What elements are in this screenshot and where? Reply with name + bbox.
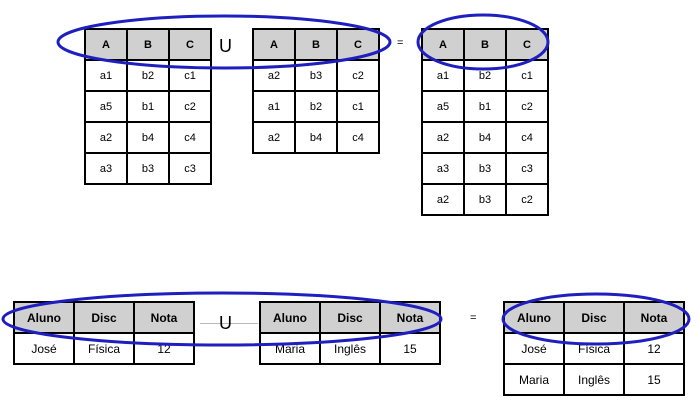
table-cell: c2 bbox=[505, 90, 549, 123]
table-cell: Física bbox=[563, 332, 625, 365]
table-cell: c2 bbox=[505, 183, 549, 216]
column-header: B bbox=[126, 28, 170, 61]
column-header: Nota bbox=[623, 301, 685, 334]
column-header: B bbox=[294, 28, 338, 61]
table-cell: a2 bbox=[252, 121, 296, 154]
table-cell: c1 bbox=[168, 59, 212, 92]
column-header: Aluno bbox=[13, 301, 75, 334]
column-header: Nota bbox=[133, 301, 195, 334]
table-cell: 12 bbox=[623, 332, 685, 365]
table-cell: Inglês bbox=[563, 363, 625, 396]
table-cell: a5 bbox=[421, 90, 465, 123]
table-cell: a3 bbox=[84, 152, 128, 185]
table-cell: b4 bbox=[294, 121, 338, 154]
table-cell: 12 bbox=[133, 332, 195, 365]
table-cell: b3 bbox=[294, 59, 338, 92]
union-symbol: U bbox=[219, 36, 232, 56]
table-cell: c3 bbox=[505, 152, 549, 185]
table-cell: b4 bbox=[126, 121, 170, 154]
column-header: Aluno bbox=[259, 301, 321, 334]
table-cell: a1 bbox=[252, 90, 296, 123]
table-cell: a1 bbox=[421, 59, 465, 92]
column-header: A bbox=[252, 28, 296, 61]
table-cell: 15 bbox=[379, 332, 441, 365]
column-header: Disc bbox=[73, 301, 135, 334]
column-header: C bbox=[505, 28, 549, 61]
table-cell: b3 bbox=[463, 183, 507, 216]
table-cell: a2 bbox=[252, 59, 296, 92]
table-cell: c4 bbox=[336, 121, 380, 154]
table-cell: Maria bbox=[503, 363, 565, 396]
table-cell: c1 bbox=[336, 90, 380, 123]
table-cell: b1 bbox=[463, 90, 507, 123]
column-header: A bbox=[421, 28, 465, 61]
column-header: Aluno bbox=[503, 301, 565, 334]
equals-symbol: = bbox=[397, 37, 404, 49]
table-cell: c1 bbox=[505, 59, 549, 92]
table-cell: a5 bbox=[84, 90, 128, 123]
table-cell: c4 bbox=[505, 121, 549, 154]
column-header: B bbox=[463, 28, 507, 61]
table-cell: Maria bbox=[259, 332, 321, 365]
table-cell: Física bbox=[73, 332, 135, 365]
table-cell: c2 bbox=[168, 90, 212, 123]
column-header: Disc bbox=[563, 301, 625, 334]
table-cell: b2 bbox=[294, 90, 338, 123]
table-cell: c3 bbox=[168, 152, 212, 185]
column-header: Disc bbox=[319, 301, 381, 334]
table-cell: a3 bbox=[421, 152, 465, 185]
table-cell: b2 bbox=[463, 59, 507, 92]
table-cell: c2 bbox=[336, 59, 380, 92]
table-cell: b1 bbox=[126, 90, 170, 123]
column-header: C bbox=[336, 28, 380, 61]
table-cell: b2 bbox=[126, 59, 170, 92]
table-cell: José bbox=[503, 332, 565, 365]
table-cell: a2 bbox=[421, 121, 465, 154]
column-header: Nota bbox=[379, 301, 441, 334]
table-cell: José bbox=[13, 332, 75, 365]
table-cell: a2 bbox=[421, 183, 465, 216]
table-cell: b4 bbox=[463, 121, 507, 154]
union-symbol-2: U bbox=[219, 313, 232, 333]
equals-symbol-2: = bbox=[470, 312, 477, 324]
table-cell: Inglês bbox=[319, 332, 381, 365]
table-cell: 15 bbox=[623, 363, 685, 396]
column-header: A bbox=[84, 28, 128, 61]
table-cell: b3 bbox=[126, 152, 170, 185]
table-cell: a2 bbox=[84, 121, 128, 154]
table-cell: a1 bbox=[84, 59, 128, 92]
column-header: C bbox=[168, 28, 212, 61]
table-cell: c4 bbox=[168, 121, 212, 154]
table-cell: b3 bbox=[463, 152, 507, 185]
